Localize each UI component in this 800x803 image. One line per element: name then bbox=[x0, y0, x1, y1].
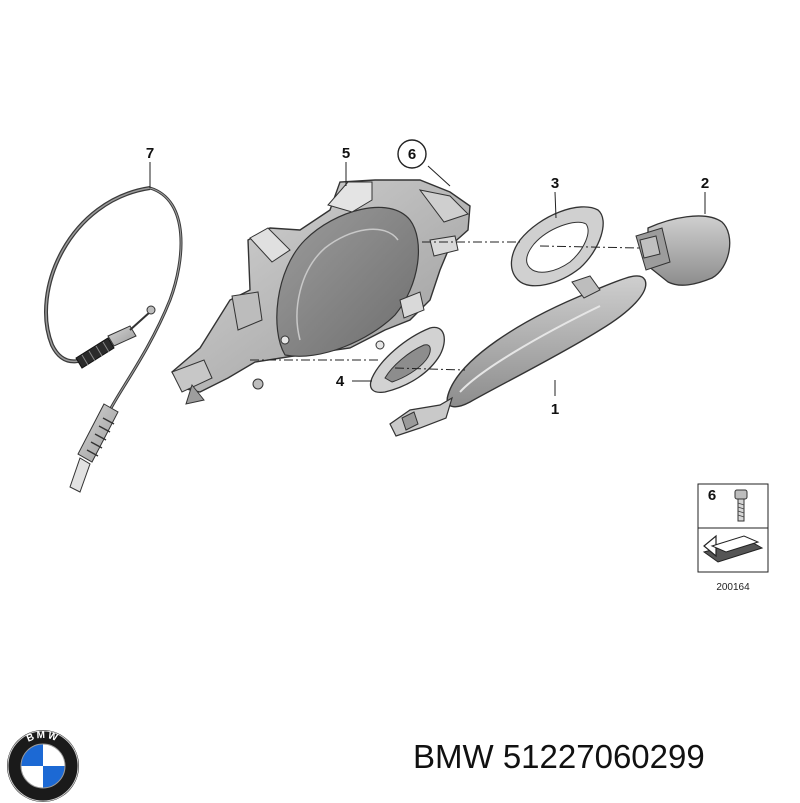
bmw-logo-icon: BMW bbox=[7, 730, 79, 802]
part-2-lock-cover-cap bbox=[635, 215, 731, 286]
inset-item-number: 6 bbox=[708, 487, 716, 504]
inset-diagram-code: 200164 bbox=[716, 582, 750, 593]
callout-5: 5 bbox=[342, 145, 350, 162]
placement-arrow-icon bbox=[702, 534, 764, 563]
screw-icon bbox=[734, 489, 748, 522]
callouts: 7 5 6 3 2 4 1 bbox=[146, 139, 709, 418]
svg-text:BMW: BMW bbox=[25, 730, 61, 745]
callout-7: 7 bbox=[146, 145, 154, 162]
part-5-handle-carrier bbox=[171, 179, 471, 405]
callout-2: 2 bbox=[701, 175, 709, 192]
inset-box: 6 200164 bbox=[697, 483, 769, 593]
callout-leader-lines bbox=[149, 162, 706, 396]
part-7-bowden-cable bbox=[44, 186, 183, 493]
part-1-outer-door-handle bbox=[389, 275, 647, 437]
part-number: 51227060299 bbox=[502, 738, 705, 775]
part-4-bezel-seal bbox=[369, 326, 445, 394]
callout-6: 6 bbox=[408, 146, 416, 163]
callout-6-circle bbox=[397, 139, 427, 169]
callout-1: 1 bbox=[551, 401, 559, 418]
assembly-guide-lines bbox=[250, 241, 641, 371]
callout-3: 3 bbox=[551, 175, 559, 192]
part-number-caption: BMW 51227060299 bbox=[413, 738, 705, 776]
brand-name: BMW bbox=[413, 738, 494, 775]
callout-4: 4 bbox=[336, 373, 345, 390]
